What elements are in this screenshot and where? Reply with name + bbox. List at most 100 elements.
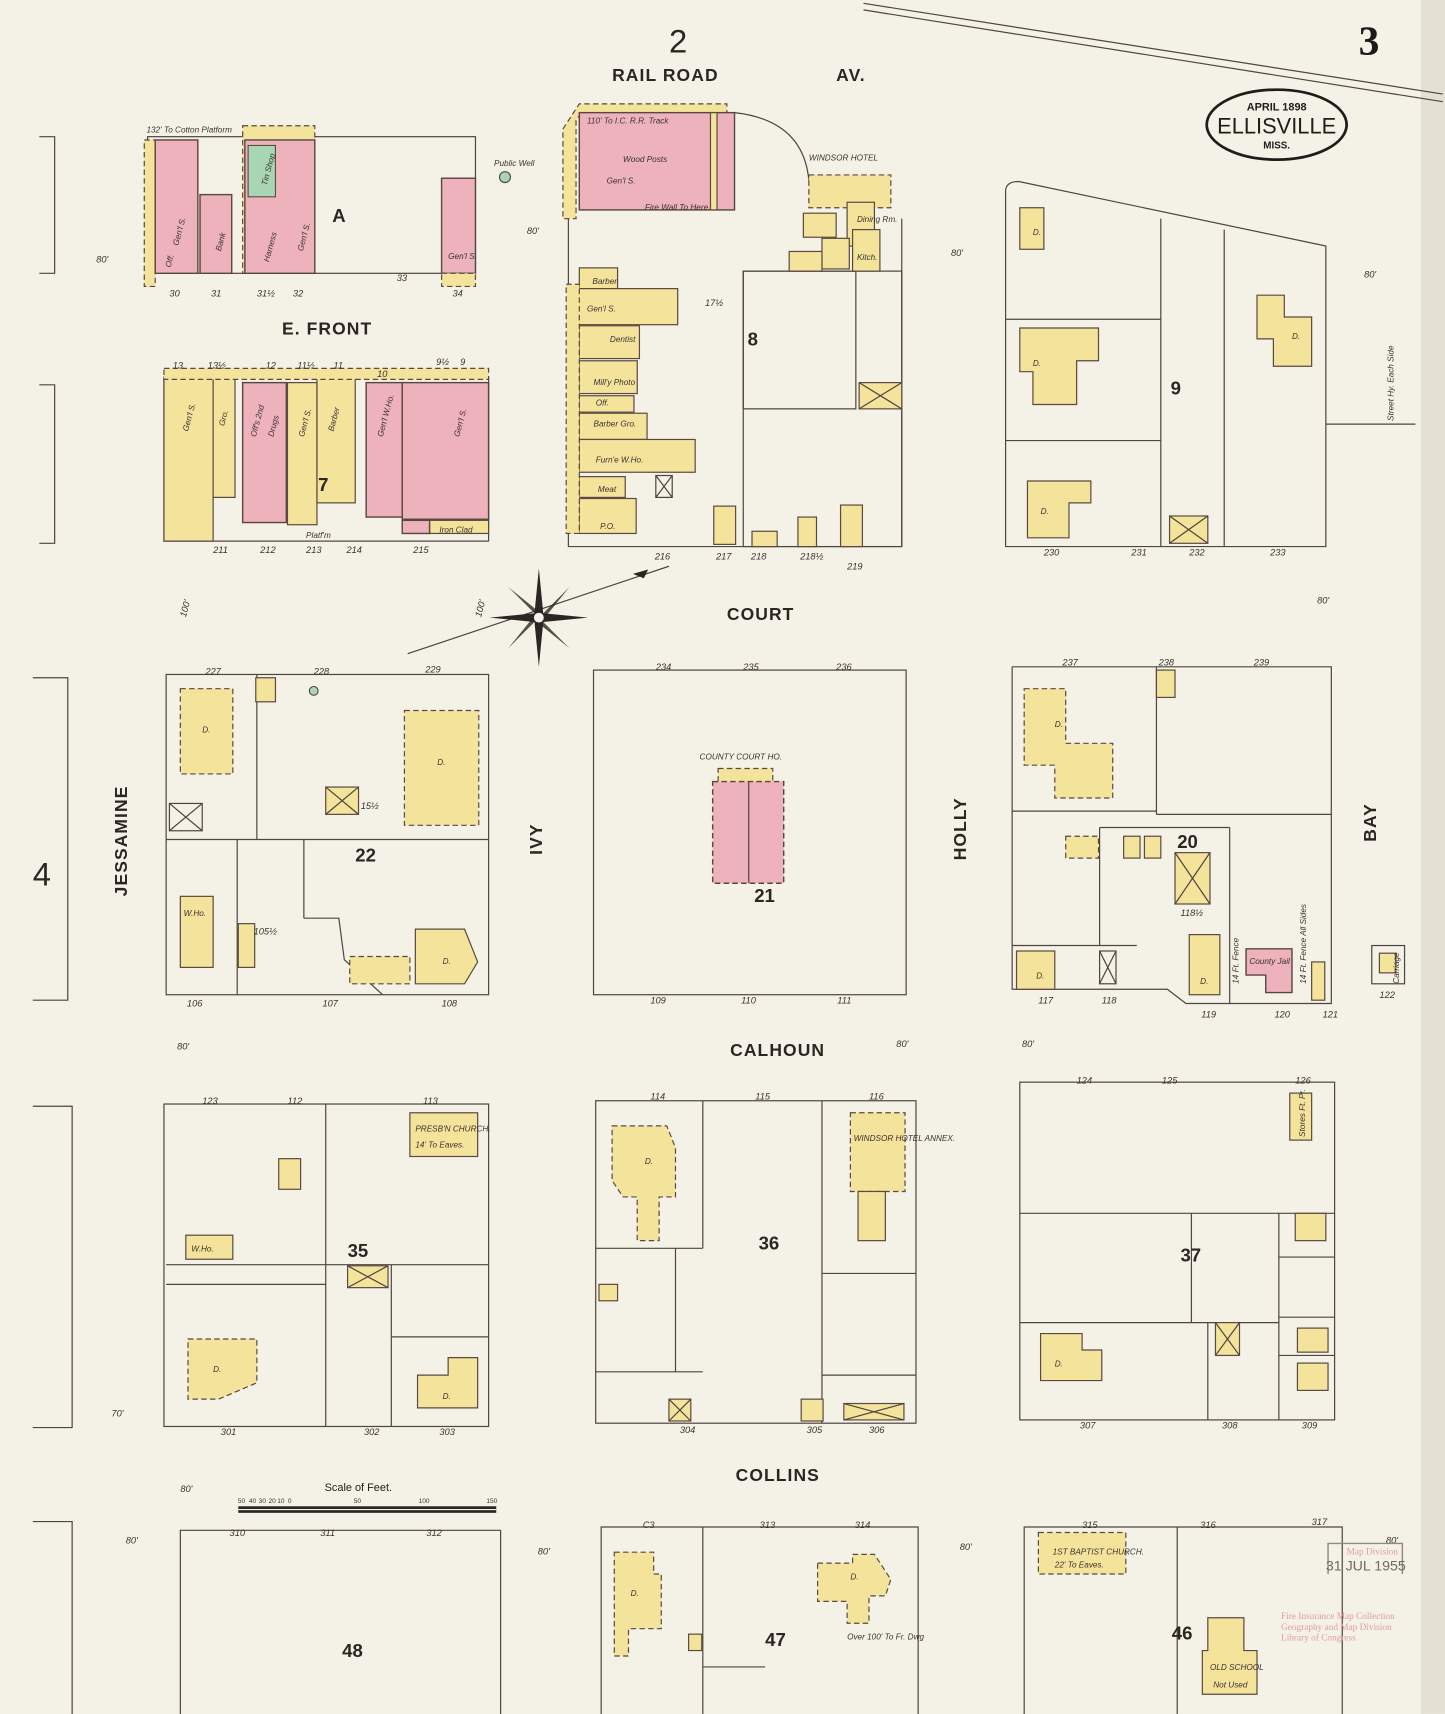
scale-tick-label: 30 [259,1498,267,1505]
adjacent-sheet-north[interactable]: 2 [669,23,687,60]
title-town: ELLISVILLE [1217,113,1336,138]
stamp-date: 31 JUL 1955 [1326,1559,1406,1575]
lot-number: 211 [212,545,228,555]
label-millinery-photo: Mill'y Photo [594,378,636,387]
label-office: Off. [596,399,609,408]
lot-number: 310 [230,1528,246,1538]
library-stamp: 31 JUL 1955 Map Division Fire Insurance … [1281,1542,1406,1644]
label-baptist-eaves: 22' To Eaves. [1054,1560,1104,1569]
scale-tick-label: 150 [486,1498,497,1505]
lot-number: 9½ [436,357,449,367]
block-48: 48 [179,1529,502,1714]
lot-number: 316 [1200,1520,1216,1530]
street-width: 80' [1364,270,1377,280]
lot-number: 306 [869,1425,885,1435]
label-dwelling: D. [1292,332,1300,341]
block-number: 35 [348,1240,369,1261]
label-over-100: Over 100' To Fr. Dwg [847,1633,924,1642]
scale-tick-label: 50 [238,1498,246,1505]
lot-number: 119 [1201,1010,1216,1020]
block-37: Stores Ft. Pr. D. 37 [1019,1081,1336,1421]
street-width: 80' [1022,1039,1035,1049]
label-fire-wall: Fire Wall To Here [645,203,709,212]
label-dwelling: D. [645,1157,653,1166]
lot-number: 106 [187,999,203,1009]
label-windsor-annex: WINDSOR HOTEL ANNEX. [854,1134,955,1143]
scale-tick-label: 10 [277,1498,285,1505]
label-dining-room: Dining Rm. [857,215,898,224]
lot-number: 236 [835,662,852,672]
lot-number: 234 [655,662,672,672]
street-width: 80' [960,1542,973,1552]
lot-number: 32 [293,288,304,298]
block-7: Gen'l S. Gro. Off's 2nd Drugs Gen'l S. B… [163,367,490,542]
lot-number: 239 [1253,658,1270,668]
lot-number: 219 [846,562,863,572]
lot-number: 116 [869,1092,885,1102]
lot-number: 213 [305,545,322,555]
lot-number: 118½ [1180,908,1203,918]
lot-number: 317 [1312,1517,1328,1527]
block-number: 48 [342,1640,363,1661]
block-46: 1ST BAPTIST CHURCH. 22' To Eaves. OLD SC… [1023,1526,1343,1714]
label-grocery: Gro. [217,409,230,427]
lot-number: 232 [1188,547,1205,557]
label-carriage: Carriage [1392,952,1401,984]
block-20: D. D. D. County Jail 14 Ft. Fence 14 Ft.… [1011,666,1406,1005]
label-public-well: Public Well [494,159,535,168]
street-railroad-av: AV. [836,65,866,85]
block-number: 46 [1172,1623,1193,1644]
lot-number: 303 [439,1427,455,1437]
scale-tick-label: 40 [249,1498,257,1505]
lot-number: 313 [760,1520,776,1530]
label-dwelling: D. [850,1573,858,1582]
lot-number: 122 [1379,990,1395,1000]
block-47: D. D. Over 100' To Fr. Dwg 47 [600,1526,924,1714]
lot-number: 314 [855,1520,871,1530]
lot-number: 126 [1295,1075,1311,1085]
scale-tick-label: 50 [354,1498,362,1505]
label-barber: Barber [592,277,617,286]
street-width: 80' [951,248,964,258]
label-fence-all-sides: 14 Ft. Fence All Sides [1299,904,1308,984]
lot-number: 304 [680,1425,696,1435]
label-stores: Stores Ft. Pr. [1298,1089,1307,1137]
title-cartouche: APRIL 1898 ELLISVILLE MISS. [1205,88,1348,162]
lot-number: C3 [643,1520,656,1530]
block-a: 132' To Cotton Platform Gen'l S. Bank Ti… [143,125,535,288]
railroad-tracks [863,2,1443,103]
label-court-house: COUNTY COURT HO. [700,753,783,762]
label-dwelling: D. [1041,507,1049,516]
label-dwelling: D. [1200,977,1208,986]
block-35: PRESB'N CHURCH. 14' To Eaves. W.Ho. D. D… [163,1103,491,1428]
lot-number: 305 [807,1425,823,1435]
lot-number: 113 [423,1096,439,1106]
block-36: D. WINDSOR HOTEL ANNEX. 36 [595,1100,955,1424]
adjoining-sheet-brackets [32,136,73,1714]
block-number: 22 [355,844,376,865]
label-post-office: P.O. [600,522,615,531]
street-width: 80' [538,1546,551,1556]
lot-number: 13 [173,360,184,370]
lot-number: 218 [750,552,767,562]
street-width: 80' [1317,595,1330,605]
street-width: 80' [1386,1535,1399,1545]
paper-edge [1420,0,1445,1714]
label-iron-clad: Iron Clad [439,525,473,534]
block-number: 20 [1177,831,1198,852]
stamp-division: Map Division [1347,1547,1399,1557]
lot-number: 212 [259,545,276,555]
label-genl-store: Gen'l S. [607,177,636,186]
label-dwelling: D. [213,1365,221,1374]
lot-number: 123 [202,1096,218,1106]
label-street-hydrant: Street Hy. Each Side [1387,345,1396,421]
lot-number: 109 [650,995,665,1005]
label-meat: Meat [598,485,617,494]
street-widths: 80' 80' 80' 80' 80' 100' 100' 80' 80' 80… [96,226,1399,1556]
street-collins: COLLINS [736,1465,820,1485]
lot-number: 237 [1061,658,1078,668]
lot-number: 110 [741,995,757,1005]
lot-number: 315 [1082,1520,1098,1530]
lot-number: 229 [424,664,441,674]
adjacent-sheet-west[interactable]: 4 [33,855,51,892]
